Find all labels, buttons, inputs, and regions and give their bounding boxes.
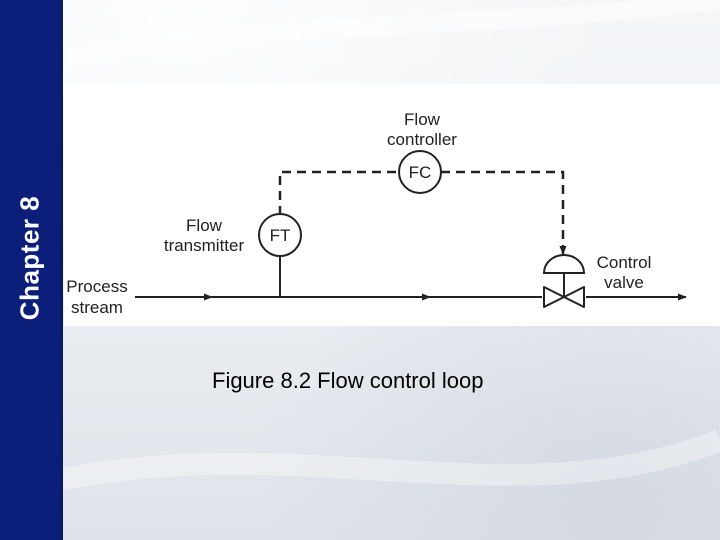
figure-caption: Figure 8.2 Flow control loop: [212, 368, 484, 393]
sidebar-divider: [60, 0, 63, 540]
fc-symbol: FC: [409, 163, 432, 182]
control-valve-label-line1: Control: [597, 253, 652, 272]
flow-transmitter-label-line2: transmitter: [164, 236, 245, 255]
ft-symbol: FT: [270, 226, 291, 245]
signal-fc-to-valve: [441, 170, 567, 255]
flow-transmitter-label-line1: Flow: [186, 216, 223, 235]
process-stream-label-line2: stream: [71, 298, 123, 317]
valve-actuator-dome: [542, 254, 586, 274]
chapter-label: Chapter 8: [14, 195, 45, 321]
process-stream-label-line1: Process: [66, 277, 127, 296]
ft-bubble: [258, 213, 302, 257]
control-valve-label-line2: valve: [604, 273, 644, 292]
chapter-sidebar: [0, 0, 60, 540]
valve-body: [543, 286, 585, 308]
signal-ft-to-fc: [278, 170, 400, 215]
fc-bubble: [398, 150, 442, 194]
flow-controller-label-line1: Flow: [404, 110, 441, 129]
flow-control-diagram: FT FC Flow controller Flow transmitter C…: [66, 110, 687, 317]
flow-controller-label-line2: controller: [387, 130, 457, 149]
figure-panel: FT FC Flow controller Flow transmitter C…: [64, 84, 720, 326]
